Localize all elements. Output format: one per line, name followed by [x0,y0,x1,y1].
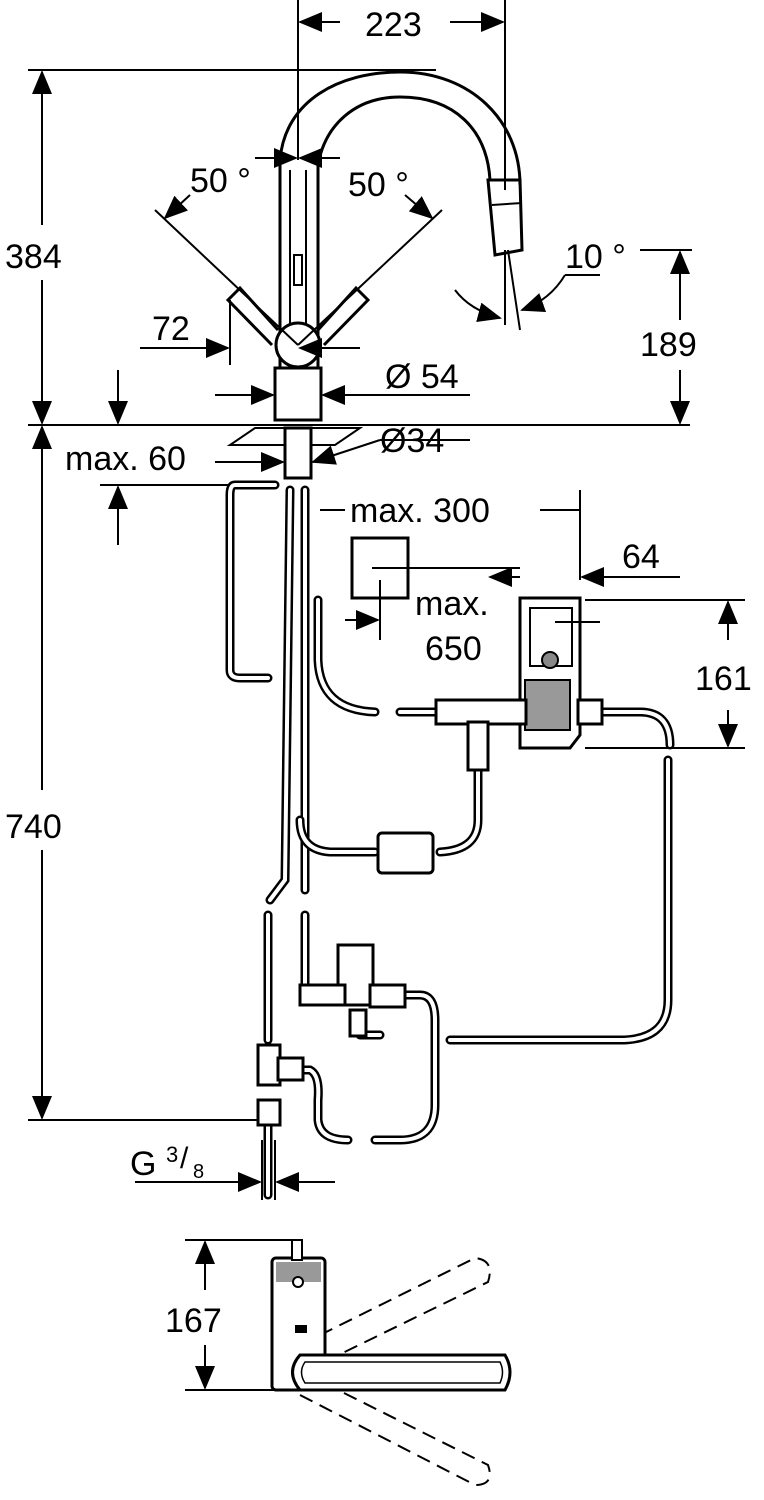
dimension-spray-angle: 10 ° [454,238,626,331]
label-thread-g: G [130,1145,156,1183]
dimension-heights: 384 740 [5,69,690,1121]
svg-text:/: / [180,1142,189,1175]
label-diameter-34: Ø34 [380,422,444,460]
label-384: 384 [5,238,62,276]
label-64: 64 [622,538,660,576]
label-thread-denominator: 8 [193,1161,204,1183]
dimension-spout-reach: 223 [297,0,506,190]
fittings [256,698,604,1127]
dimension-lever-length: 72 [140,300,360,365]
label-angle-right: 50 ° [348,166,409,204]
label-thread-numerator: 3 [166,1142,178,1167]
label-10-degree: 10 ° [565,238,626,276]
label-223: 223 [365,6,422,44]
label-650: 650 [425,630,482,668]
label-angle-left: 50 ° [190,162,251,200]
dimension-base: Ø 54 Ø34 max. 60 [65,358,470,545]
label-189: 189 [640,326,697,364]
dimension-lever-angles: 50 ° 50 ° [154,148,443,346]
dimension-thread: G 3 / 8 [130,1140,335,1200]
faucet-spout [225,70,524,422]
control-box: max. 300 64 max. 650 161 [320,490,752,750]
label-161: 161 [695,660,752,698]
label-max-300: max. 300 [350,492,490,530]
label-72: 72 [152,310,190,348]
label-max-hose: max. [415,585,489,623]
dimension-outlet-height: 189 [640,249,697,425]
top-view: 167 [165,1239,512,1487]
hoses [225,480,675,1200]
label-167: 167 [165,1302,222,1340]
label-diameter-54: Ø 54 [385,358,459,396]
label-740: 740 [5,808,62,846]
label-max-60: max. 60 [65,440,186,478]
